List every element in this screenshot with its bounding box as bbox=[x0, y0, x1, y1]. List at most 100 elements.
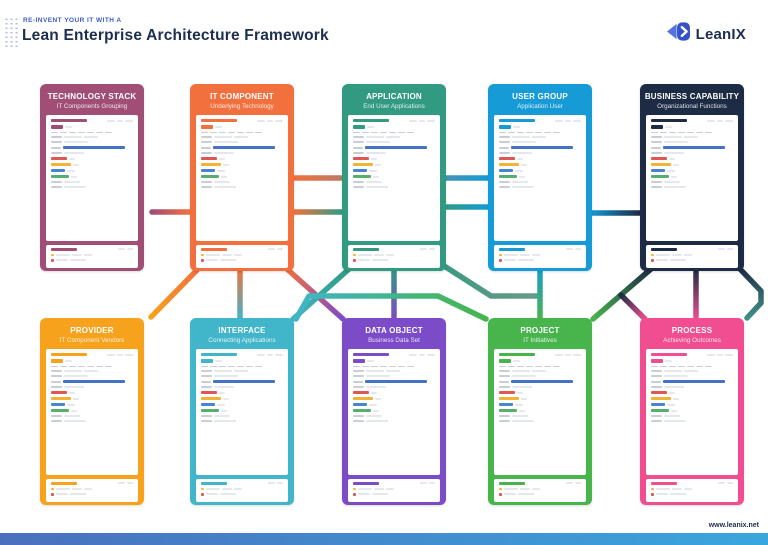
skeleton-bar bbox=[429, 482, 435, 485]
skeleton-row bbox=[651, 248, 733, 251]
skeleton-row bbox=[651, 370, 733, 372]
skeleton-bar bbox=[51, 253, 54, 256]
skeleton-bar bbox=[503, 493, 516, 496]
card-subtitle: Organizational Functions bbox=[657, 103, 727, 110]
skeleton-bar bbox=[366, 181, 382, 183]
skeleton-row bbox=[51, 409, 133, 412]
skeleton-row bbox=[51, 152, 133, 154]
leanix-wordmark: LeanIX bbox=[695, 25, 746, 43]
skeleton-row bbox=[651, 375, 733, 377]
skeleton-bar bbox=[499, 482, 525, 485]
skeleton-bar bbox=[651, 181, 662, 183]
skeleton-bar bbox=[499, 359, 511, 363]
skeleton-bar bbox=[219, 259, 236, 262]
skeleton-bar bbox=[353, 181, 364, 183]
skeleton-row bbox=[51, 248, 133, 251]
skeleton-bar bbox=[353, 415, 364, 417]
skeleton-row bbox=[651, 169, 733, 172]
skeleton-bar bbox=[526, 131, 533, 133]
skeleton-bar bbox=[201, 487, 204, 490]
factsheet-list-preview bbox=[196, 245, 288, 268]
skeleton-row bbox=[499, 482, 581, 485]
website-url: www.leanix.net bbox=[708, 522, 759, 529]
skeleton-bar bbox=[353, 391, 369, 394]
dot-grid-decoration bbox=[4, 17, 18, 49]
factsheet-list-preview bbox=[196, 479, 288, 502]
skeleton-bar bbox=[651, 409, 669, 412]
skeleton-bar bbox=[228, 365, 235, 367]
skeleton-row bbox=[51, 391, 133, 394]
skeleton-bar bbox=[664, 152, 684, 154]
skeleton-bar bbox=[64, 375, 88, 377]
skeleton-bar bbox=[51, 169, 65, 172]
skeleton-row bbox=[499, 259, 581, 262]
skeleton-row bbox=[51, 131, 133, 133]
skeleton-bar bbox=[535, 365, 542, 367]
skeleton-bar bbox=[664, 370, 682, 372]
skeleton-row bbox=[651, 482, 733, 485]
skeleton-bar bbox=[234, 370, 248, 372]
skeleton-bar bbox=[517, 493, 534, 496]
skeleton-bar bbox=[499, 386, 510, 388]
skeleton-bar bbox=[499, 169, 513, 172]
skeleton-bar bbox=[369, 403, 377, 406]
skeleton-bar bbox=[214, 420, 236, 422]
skeleton-row bbox=[499, 169, 581, 172]
skeleton-bar bbox=[664, 375, 688, 377]
skeleton-row bbox=[353, 131, 435, 133]
skeleton-bar bbox=[727, 482, 733, 485]
skeleton-bar bbox=[67, 403, 75, 406]
skeleton-bar bbox=[51, 370, 62, 372]
skeleton-bar bbox=[201, 375, 212, 377]
skeleton-bar bbox=[555, 119, 563, 122]
card-subtitle: IT Initiatives bbox=[523, 337, 557, 344]
skeleton-bar bbox=[228, 131, 235, 133]
card-it-component: IT COMPONENT Underlying Technology bbox=[190, 84, 294, 271]
skeleton-row bbox=[51, 175, 133, 178]
skeleton-row bbox=[201, 259, 283, 262]
skeleton-bar bbox=[651, 248, 677, 251]
skeleton-bar bbox=[221, 253, 232, 256]
skeleton-bar bbox=[386, 370, 400, 372]
skeleton-row bbox=[499, 141, 581, 143]
skeleton-row bbox=[201, 359, 283, 363]
skeleton-bar bbox=[275, 119, 283, 122]
card-title: TECHNOLOGY STACK bbox=[47, 92, 137, 101]
skeleton-bar bbox=[532, 136, 546, 138]
skeleton-bar bbox=[678, 365, 685, 367]
skeleton-row bbox=[353, 370, 435, 372]
factsheet-list-preview bbox=[348, 479, 440, 502]
skeleton-row bbox=[499, 136, 581, 138]
card-interface: INTERFACE Connecting Applications bbox=[190, 318, 294, 505]
skeleton-row bbox=[51, 365, 133, 367]
skeleton-row bbox=[651, 253, 733, 256]
skeleton-bar bbox=[669, 365, 676, 367]
skeleton-bar bbox=[51, 397, 71, 400]
skeleton-row bbox=[201, 152, 283, 154]
skeleton-bar bbox=[420, 248, 427, 251]
factsheet-preview bbox=[494, 349, 586, 475]
skeleton-bar bbox=[51, 380, 61, 383]
skeleton-row bbox=[499, 248, 581, 251]
skeleton-bar bbox=[651, 125, 663, 129]
skeleton-bar bbox=[353, 253, 356, 256]
skeleton-bar bbox=[353, 370, 364, 372]
skeleton-bar bbox=[678, 131, 685, 133]
skeleton-bar bbox=[671, 253, 682, 256]
skeleton-bar bbox=[651, 152, 662, 154]
skeleton-bar bbox=[573, 353, 581, 356]
skeleton-bar bbox=[664, 136, 682, 138]
skeleton-row bbox=[201, 186, 283, 188]
skeleton-bar bbox=[499, 420, 510, 422]
skeleton-bar bbox=[214, 386, 234, 388]
skeleton-bar bbox=[566, 482, 573, 485]
skeleton-bar bbox=[651, 415, 662, 417]
skeleton-row bbox=[51, 487, 133, 490]
skeleton-row bbox=[353, 125, 435, 129]
skeleton-bar bbox=[705, 365, 712, 367]
skeleton-bar bbox=[353, 487, 356, 490]
skeleton-row bbox=[499, 181, 581, 183]
skeleton-bar bbox=[575, 482, 581, 485]
skeleton-bar bbox=[664, 181, 680, 183]
skeleton-row bbox=[201, 141, 283, 143]
